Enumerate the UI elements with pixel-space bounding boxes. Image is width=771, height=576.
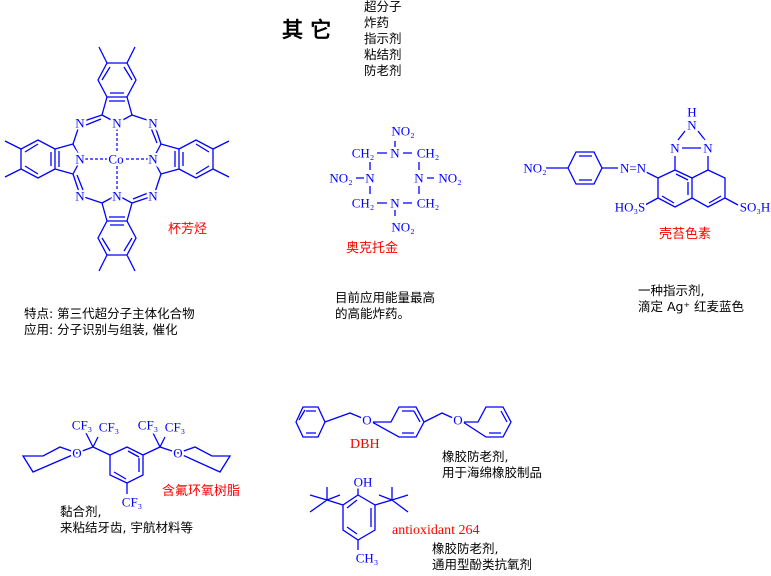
atom-label: CH₂	[352, 196, 375, 211]
atom-label: CH₂	[417, 146, 440, 161]
antioxidant-desc: 通用型酚类抗氧剂	[432, 557, 532, 572]
atom-label: HO₃S	[615, 200, 646, 215]
category-item: 超分子	[364, 0, 402, 14]
phthalocyanine-desc: 应用: 分子识别与组装, 催化	[24, 322, 178, 337]
octogen-desc: 目前应用能量最高	[335, 290, 435, 305]
epoxy-label: 含氟环氧树脂	[162, 483, 240, 499]
atom-label: N	[75, 189, 85, 204]
atom-label: O	[362, 413, 371, 428]
dye-desc: 滴定 Ag⁺ 红麦蓝色	[638, 299, 745, 314]
dbh-desc: 橡胶防老剂,	[442, 449, 508, 464]
atom-label: N	[148, 152, 158, 167]
category-list: 超分子 炸药 指示剂 粘结剂 防老剂	[364, 0, 402, 78]
atom-label: N	[414, 171, 424, 186]
atom-label: CH₃	[356, 551, 379, 566]
atom-label: N	[75, 116, 85, 131]
antioxidant-desc: 橡胶防老剂,	[432, 541, 498, 556]
atom-label: O	[72, 446, 81, 461]
atom-label: CF₃	[99, 420, 119, 435]
atom-label: N	[365, 171, 375, 186]
category-item: 防老剂	[364, 63, 402, 78]
atom-label: NO₂	[523, 161, 546, 176]
antioxidant-label: antioxidant 264	[392, 523, 480, 538]
atom-label: O	[453, 413, 462, 428]
category-item: 粘结剂	[364, 47, 402, 62]
octogen-desc: 的高能炸药。	[335, 306, 410, 321]
dye-desc: 一种指示剂,	[638, 283, 704, 298]
atom-label: N	[148, 189, 158, 204]
atom-label: N	[75, 152, 85, 167]
atom-label: SO₃H	[740, 200, 771, 215]
atom-label: N	[687, 118, 697, 133]
atom-label: NO₂	[391, 124, 414, 139]
phthalocyanine-structure: N N N N N N N N Co	[4, 46, 230, 272]
category-item: 炸药	[364, 15, 389, 30]
slide-title: 其 它	[282, 17, 331, 42]
atom-label: CF₃	[122, 495, 142, 510]
dbh-label: DBH	[350, 437, 380, 452]
atom-label: CH₂	[352, 146, 375, 161]
atom-label: N=N	[620, 161, 647, 176]
category-item: 指示剂	[364, 31, 402, 46]
epoxy-structure: CF₃ CF₃ CF₃ CF₃ CF₃ O O	[21, 416, 232, 512]
phthalocyanine-desc: 特点: 第三代超分子主体化合物	[24, 306, 195, 321]
epoxy-desc: 来粘结牙齿, 宇航材料等	[60, 520, 193, 535]
atom-label: NO₂	[329, 171, 352, 186]
dye-structure: NO₂ N=N N N N H HO₃S SO₃H	[521, 103, 771, 217]
atom-label: NO₂	[391, 220, 414, 235]
octogen-structure: NO₂ N CH₂ CH₂ N NO₂ N NO₂ CH₂ CH₂ N NO₂	[327, 122, 463, 237]
atom-label: H	[687, 105, 696, 120]
atom-label: CF₃	[138, 418, 158, 433]
dbh-structure: O O	[295, 406, 512, 438]
atom-label: Co	[108, 152, 123, 167]
atom-label: N	[112, 189, 122, 204]
atom-label: NO₂	[438, 171, 461, 186]
dbh-desc: 用于海绵橡胶制品	[442, 465, 542, 480]
atom-label: N	[390, 196, 400, 211]
atom-label: CF₃	[165, 420, 185, 435]
atom-label: N	[670, 141, 680, 156]
atom-label: N	[703, 141, 713, 156]
atom-label: CH₂	[417, 196, 440, 211]
atom-label: N	[112, 116, 122, 131]
atom-label: O	[173, 446, 182, 461]
atom-label: CF₃	[72, 418, 92, 433]
atom-label: N	[148, 116, 158, 131]
phthalocyanine-label: 杯芳烃	[168, 222, 207, 237]
atom-label: OH	[354, 475, 373, 490]
octogen-label: 奥克托金	[346, 240, 398, 256]
antioxidant-structure: OH CH₃	[309, 473, 409, 568]
atom-label: N	[390, 146, 400, 161]
epoxy-desc: 黏合剂,	[60, 504, 101, 519]
dye-label: 壳苔色素	[659, 226, 711, 242]
